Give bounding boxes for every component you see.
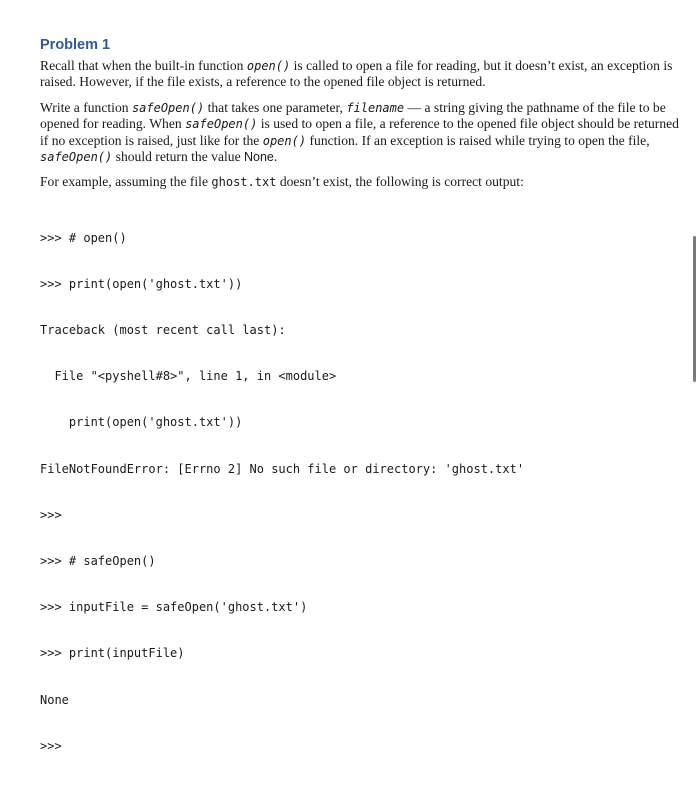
code-line: >>> <box>40 738 62 753</box>
safeopen-function-ref: safeOpen() <box>131 100 205 115</box>
code-line: None <box>40 692 69 707</box>
none-value-ref: None <box>244 150 274 165</box>
open-function-ref: open() <box>246 59 291 73</box>
code-line: >>> print(open('ghost.txt')) <box>40 276 243 291</box>
code-line: Traceback (most recent call last): <box>40 323 286 338</box>
paragraph-task: Write a function safeOpen() that takes o… <box>40 99 679 165</box>
safeopen-function-ref: safeOpen() <box>40 150 113 165</box>
problem-title: Problem 1 <box>40 37 111 53</box>
code-line: >>> print(inputFile) <box>40 646 185 661</box>
code-line: >>> # open() <box>40 230 127 245</box>
code-block: >>> # open() >>> print(open('ghost.txt')… <box>40 200 680 785</box>
code-line: >>> <box>40 507 62 522</box>
paragraph-intro: Recall that when the built-in function o… <box>40 58 673 90</box>
open-function-ref: open() <box>262 133 307 148</box>
code-line: FileNotFoundError: [Errno 2] No such fil… <box>40 461 525 476</box>
ghost-file-ref: ghost.txt <box>211 175 277 190</box>
code-line: File "<pyshell#8>", line 1, in <module> <box>40 369 337 384</box>
filename-param-ref: filename <box>346 100 405 115</box>
safeopen-function-ref: safeOpen() <box>185 117 258 132</box>
code-line: print(open('ghost.txt')) <box>40 415 243 430</box>
paragraph-example: For example, assuming the file ghost.txt… <box>40 174 524 190</box>
vertical-scrollbar[interactable] <box>693 236 696 382</box>
code-line: >>> inputFile = safeOpen('ghost.txt') <box>40 600 308 615</box>
code-line: >>> # safeOpen() <box>40 554 156 569</box>
